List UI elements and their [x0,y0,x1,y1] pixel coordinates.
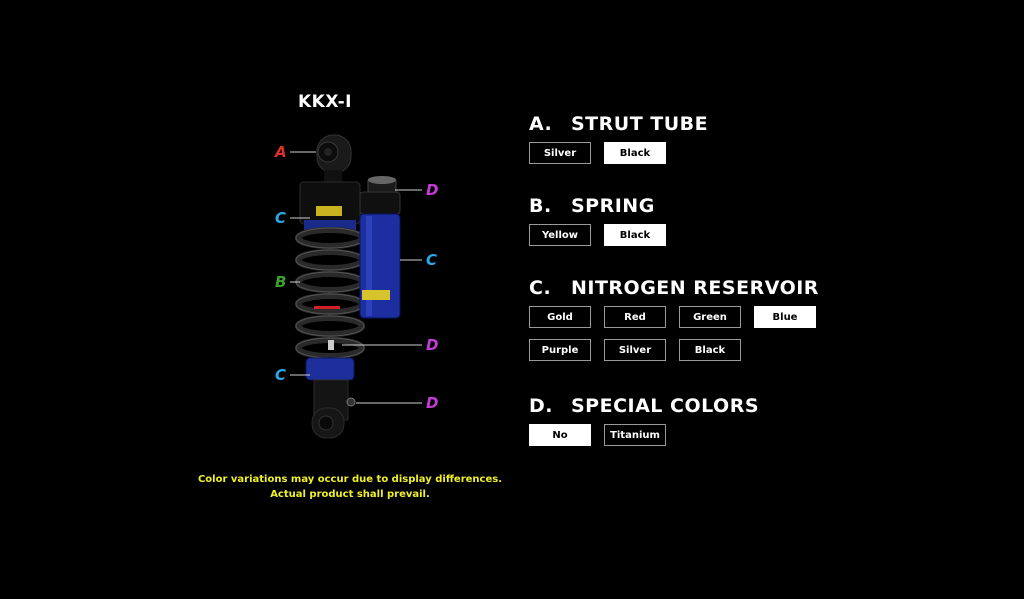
upper-ring [304,220,356,230]
callout-a-strut: A [275,143,287,161]
section-nitrogen-reservoir: C. NITROGEN RESERVOIR Gold Red Green Blue… [529,276,829,361]
option-reservoir-black[interactable]: Black [679,339,741,361]
body-label [316,206,342,216]
option-reservoir-purple[interactable]: Purple [529,339,591,361]
shock-absorber-image [295,134,401,439]
upper-body [299,181,361,225]
callout-d-adjuster: D [426,336,439,354]
adjuster [328,340,334,350]
color-disclaimer: Color variations may occur due to displa… [197,474,503,500]
spring [295,227,365,359]
section-spring: B. SPRING Yellow Black [529,194,829,246]
section-title: A. STRUT TUBE [529,112,829,136]
callout-d-lower-knob: D [426,394,439,412]
callout-c-reservoir: C [426,251,438,269]
special-color-options: No Titanium [529,424,829,446]
option-reservoir-blue[interactable]: Blue [754,306,816,328]
section-special-colors: D. SPECIAL COLORS No Titanium [529,394,829,446]
option-spring-black[interactable]: Black [604,224,666,246]
option-special-no[interactable]: No [529,424,591,446]
option-strut-black[interactable]: Black [604,142,666,164]
option-reservoir-gold[interactable]: Gold [529,306,591,328]
section-letter: C. [529,277,552,299]
top-mount [316,134,352,182]
option-strut-silver[interactable]: Silver [529,142,591,164]
section-letter: D. [529,395,553,417]
option-reservoir-red[interactable]: Red [604,306,666,328]
strut-tube-options: Silver Black [529,142,829,164]
nitrogen-reservoir [359,176,401,319]
callout-c-upper-ring: C [275,209,287,227]
lower-ring [305,357,355,381]
spring-options: Yellow Black [529,224,829,246]
model-title: KKX-I [298,92,352,112]
option-spring-yellow[interactable]: Yellow [529,224,591,246]
option-reservoir-green[interactable]: Green [679,306,741,328]
callout-b-spring: B [275,273,287,291]
section-name: SPECIAL COLORS [571,395,760,417]
red-stripe [314,306,340,309]
section-title: D. SPECIAL COLORS [529,394,829,418]
callout-c-lower-ring: C [275,366,287,384]
section-strut-tube: A. STRUT TUBE Silver Black [529,112,829,164]
section-name: STRUT TUBE [571,113,709,135]
section-name: SPRING [571,195,655,217]
section-title: C. NITROGEN RESERVOIR [529,276,829,300]
option-reservoir-silver[interactable]: Silver [604,339,666,361]
bottom-mount [311,379,356,439]
reservoir-options: Gold Red Green Blue Purple Silver Black [529,306,829,361]
section-letter: A. [529,113,553,135]
section-name: NITROGEN RESERVOIR [571,277,819,299]
callout-d-reservoir-cap: D [426,181,439,199]
section-letter: B. [529,195,552,217]
option-special-titanium[interactable]: Titanium [604,424,666,446]
section-title: B. SPRING [529,194,829,218]
